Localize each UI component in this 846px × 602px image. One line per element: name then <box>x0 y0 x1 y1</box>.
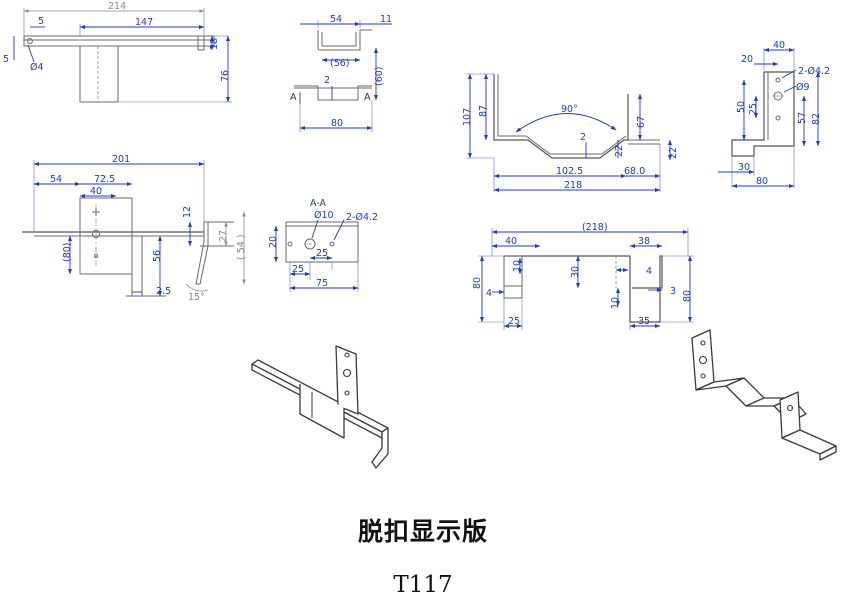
dim-54-front: 54 <box>50 174 62 185</box>
dim-section-2-holes: 2-Ø4.2 <box>346 212 378 223</box>
dim-80-bottom-right: 80 <box>682 290 693 302</box>
dim-3: 3 <box>670 286 676 297</box>
dim-hole-diameter: Ø4 <box>30 62 44 73</box>
dim-67: 67 <box>636 116 647 128</box>
dim-22-inner: 22 <box>614 145 625 157</box>
dim-2-5: 2.5 <box>156 286 171 297</box>
dim-10-upper: 10 <box>512 260 523 272</box>
view-bent-profile: 107 87 90° 2 67 22 22 102.5 68.0 218 <box>462 73 679 193</box>
dim-102-5: 102.5 <box>556 166 583 177</box>
dim-5-top: 5 <box>38 16 44 27</box>
section-label-aa: A-A <box>310 198 327 209</box>
dim-10-lower: 10 <box>610 297 621 309</box>
dim-20-section: 20 <box>268 236 279 248</box>
view-bottom: (218) 40 38 80 10 30 4 4 10 3 80 25 35 <box>472 222 694 330</box>
dim-75: 75 <box>316 278 328 289</box>
dim-30-bottom: 30 <box>570 266 581 278</box>
dim-50: 50 <box>736 101 747 113</box>
dim-25-right: 25 <box>748 103 759 115</box>
dim-54: 54 <box>330 14 342 25</box>
dim-68: 68.0 <box>624 166 645 177</box>
dim-147: 147 <box>135 17 153 28</box>
dim-22-outer: 22 <box>668 147 679 159</box>
dim-80-front: (80) <box>62 242 73 262</box>
section-mark-right: A <box>364 92 371 103</box>
dim-218-bent: 218 <box>564 180 582 191</box>
dim-82: 82 <box>811 113 822 125</box>
part-code: T117 <box>393 572 453 598</box>
drawing-title: 脱扣显示版 <box>357 517 488 546</box>
isometric-bracket-left <box>251 345 389 469</box>
dim-hole-9: Ø9 <box>796 82 810 93</box>
dim-18: 18 <box>209 38 220 50</box>
dim-57: 57 <box>797 112 808 124</box>
dim-4-left: 4 <box>486 288 492 299</box>
dim-40-right: 40 <box>773 40 785 51</box>
dim-214: 214 <box>108 1 126 12</box>
dim-35: 35 <box>638 316 650 327</box>
dim-76: 76 <box>220 70 231 82</box>
dim-5-left: 5 <box>3 54 9 65</box>
dim-56: (56) <box>330 58 350 69</box>
dim-107: 107 <box>462 108 473 126</box>
view-front: 201 54 72.5 40 12 (80) 56 2.5 15° 27 ( 5… <box>22 154 247 303</box>
dim-27: 27 <box>218 230 229 242</box>
dim-angle-15: 15° <box>188 292 205 303</box>
dim-thickness-2: 2 <box>324 75 330 86</box>
isometric-bracket-right <box>691 329 837 461</box>
dim-60: (60) <box>374 66 385 86</box>
dim-30-right: 30 <box>738 162 750 173</box>
dim-38: 38 <box>638 236 650 247</box>
dim-hole-10: Ø10 <box>314 210 334 221</box>
dim-218-paren: (218) <box>582 222 608 233</box>
dim-25-bottom: 25 <box>508 316 520 327</box>
dim-80-bottom-left: 80 <box>472 277 483 289</box>
dim-80-small: 80 <box>331 118 343 129</box>
view-top-plan: 214 147 5 5 Ø4 18 76 <box>3 1 232 103</box>
dim-72-5: 72.5 <box>94 174 115 185</box>
view-side-small: 54 11 (56) (60) 2 A A 80 <box>290 14 392 132</box>
dim-11: 11 <box>380 14 392 25</box>
dim-2-holes-4-2: 2-Ø4.2 <box>798 66 830 77</box>
dim-40-bottom: 40 <box>505 236 517 247</box>
dim-angle-90: 90° <box>561 104 578 115</box>
dim-thickness-bent: 2 <box>580 132 586 143</box>
section-mark-left: A <box>290 92 297 103</box>
dim-25-section-upper: 25 <box>316 248 328 259</box>
dim-54-paren: ( 54 ) <box>236 234 247 260</box>
view-right-bracket: 40 20 2-Ø4.2 Ø9 50 25 57 82 30 80 <box>718 40 830 189</box>
dim-56: 56 <box>152 250 163 262</box>
dim-80-right: 80 <box>756 176 768 187</box>
dim-25-section-lower: 25 <box>292 264 304 275</box>
dim-12: 12 <box>182 206 193 218</box>
dim-87: 87 <box>478 105 489 117</box>
dim-201: 201 <box>112 154 130 165</box>
dim-4-right: 4 <box>646 266 652 277</box>
view-section-aa: A-A Ø10 2-Ø4.2 20 25 25 75 <box>268 198 378 292</box>
dim-20-right: 20 <box>741 54 753 65</box>
dim-40-front: 40 <box>90 186 102 197</box>
